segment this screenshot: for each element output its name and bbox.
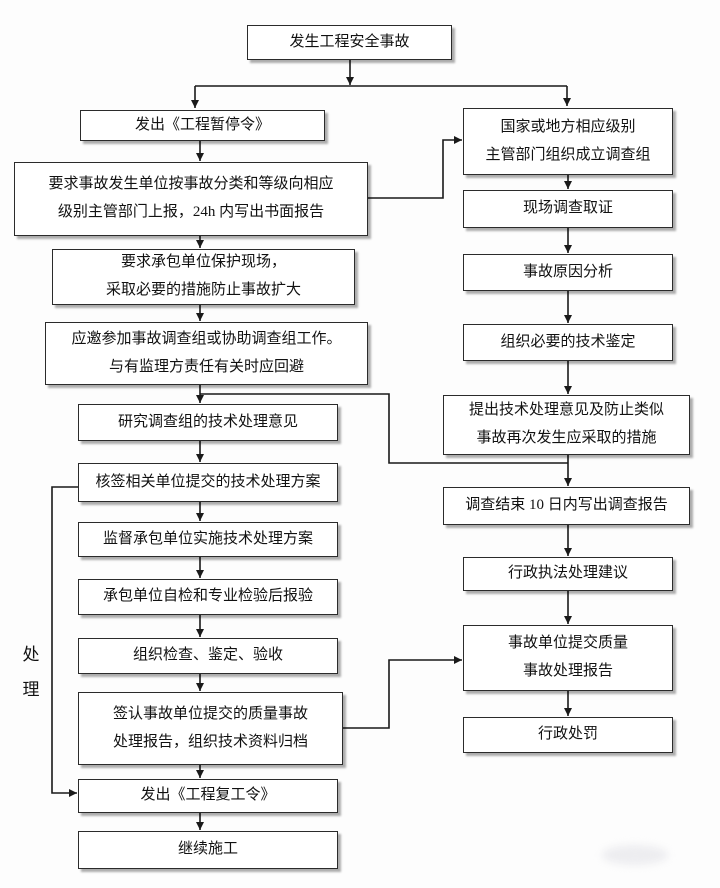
side-label-handling: 处 理 — [22, 645, 40, 699]
watermark-smudge — [602, 845, 668, 865]
node-protect-site: 要求承包单位保护现场， 采取必要的措施防止事故扩大 — [52, 249, 355, 305]
node-cause-analysis: 事故原因分析 — [463, 254, 673, 291]
node-continue-construction: 继续施工 — [78, 831, 338, 869]
edge-countersign-bypass-resumption — [51, 486, 78, 797]
node-investigation-report-10days: 调查结束 10 日内写出调查报告 — [443, 487, 690, 525]
edge-countersignreport-submit — [343, 656, 462, 729]
node-contractor-self-inspection: 承包单位自检和专业检验后报验 — [78, 579, 338, 615]
node-supervise-implementation: 监督承包单位实施技术处理方案 — [78, 522, 338, 557]
node-accident-occurs: 发生工程安全事故 — [247, 25, 452, 60]
node-study-technical-opinions: 研究调查组的技术处理意见 — [78, 404, 338, 441]
node-propose-measures: 提出技术处理意见及防止类似 事故再次发生应采取的措施 — [443, 395, 690, 455]
node-countersign-accident-report: 签认事故单位提交的质量事故 处理报告，组织技术资料归档 — [78, 692, 343, 765]
node-countersign-technical-plan: 核签相关单位提交的技术处理方案 — [78, 463, 338, 502]
edge-feedback-to-study — [200, 393, 568, 464]
node-report-within-24h: 要求事故发生单位按事故分类和等级向相应 级别主管部门上报，24h 内写出书面报告 — [14, 162, 368, 236]
node-law-enforcement-advice: 行政执法处理建议 — [463, 557, 673, 591]
node-organize-investigation-team: 国家或地方相应级别 主管部门组织成立调查组 — [463, 108, 673, 175]
node-site-investigation: 现场调查取证 — [463, 190, 673, 228]
node-technical-appraisal: 组织必要的技术鉴定 — [463, 324, 673, 361]
node-issue-suspension-order: 发出《工程暂停令》 — [80, 110, 325, 141]
edge-report-to-team — [368, 136, 462, 199]
node-organize-acceptance: 组织检查、鉴定、验收 — [78, 638, 338, 674]
node-administrative-penalty: 行政处罚 — [463, 717, 673, 753]
node-issue-resumption-order: 发出《工程复工令》 — [78, 779, 338, 813]
node-join-investigation-team: 应邀参加事故调查组或协助调查组工作。 与有监理方责任有关时应回避 — [45, 322, 368, 385]
node-submit-quality-report: 事故单位提交质量 事故处理报告 — [463, 625, 673, 691]
